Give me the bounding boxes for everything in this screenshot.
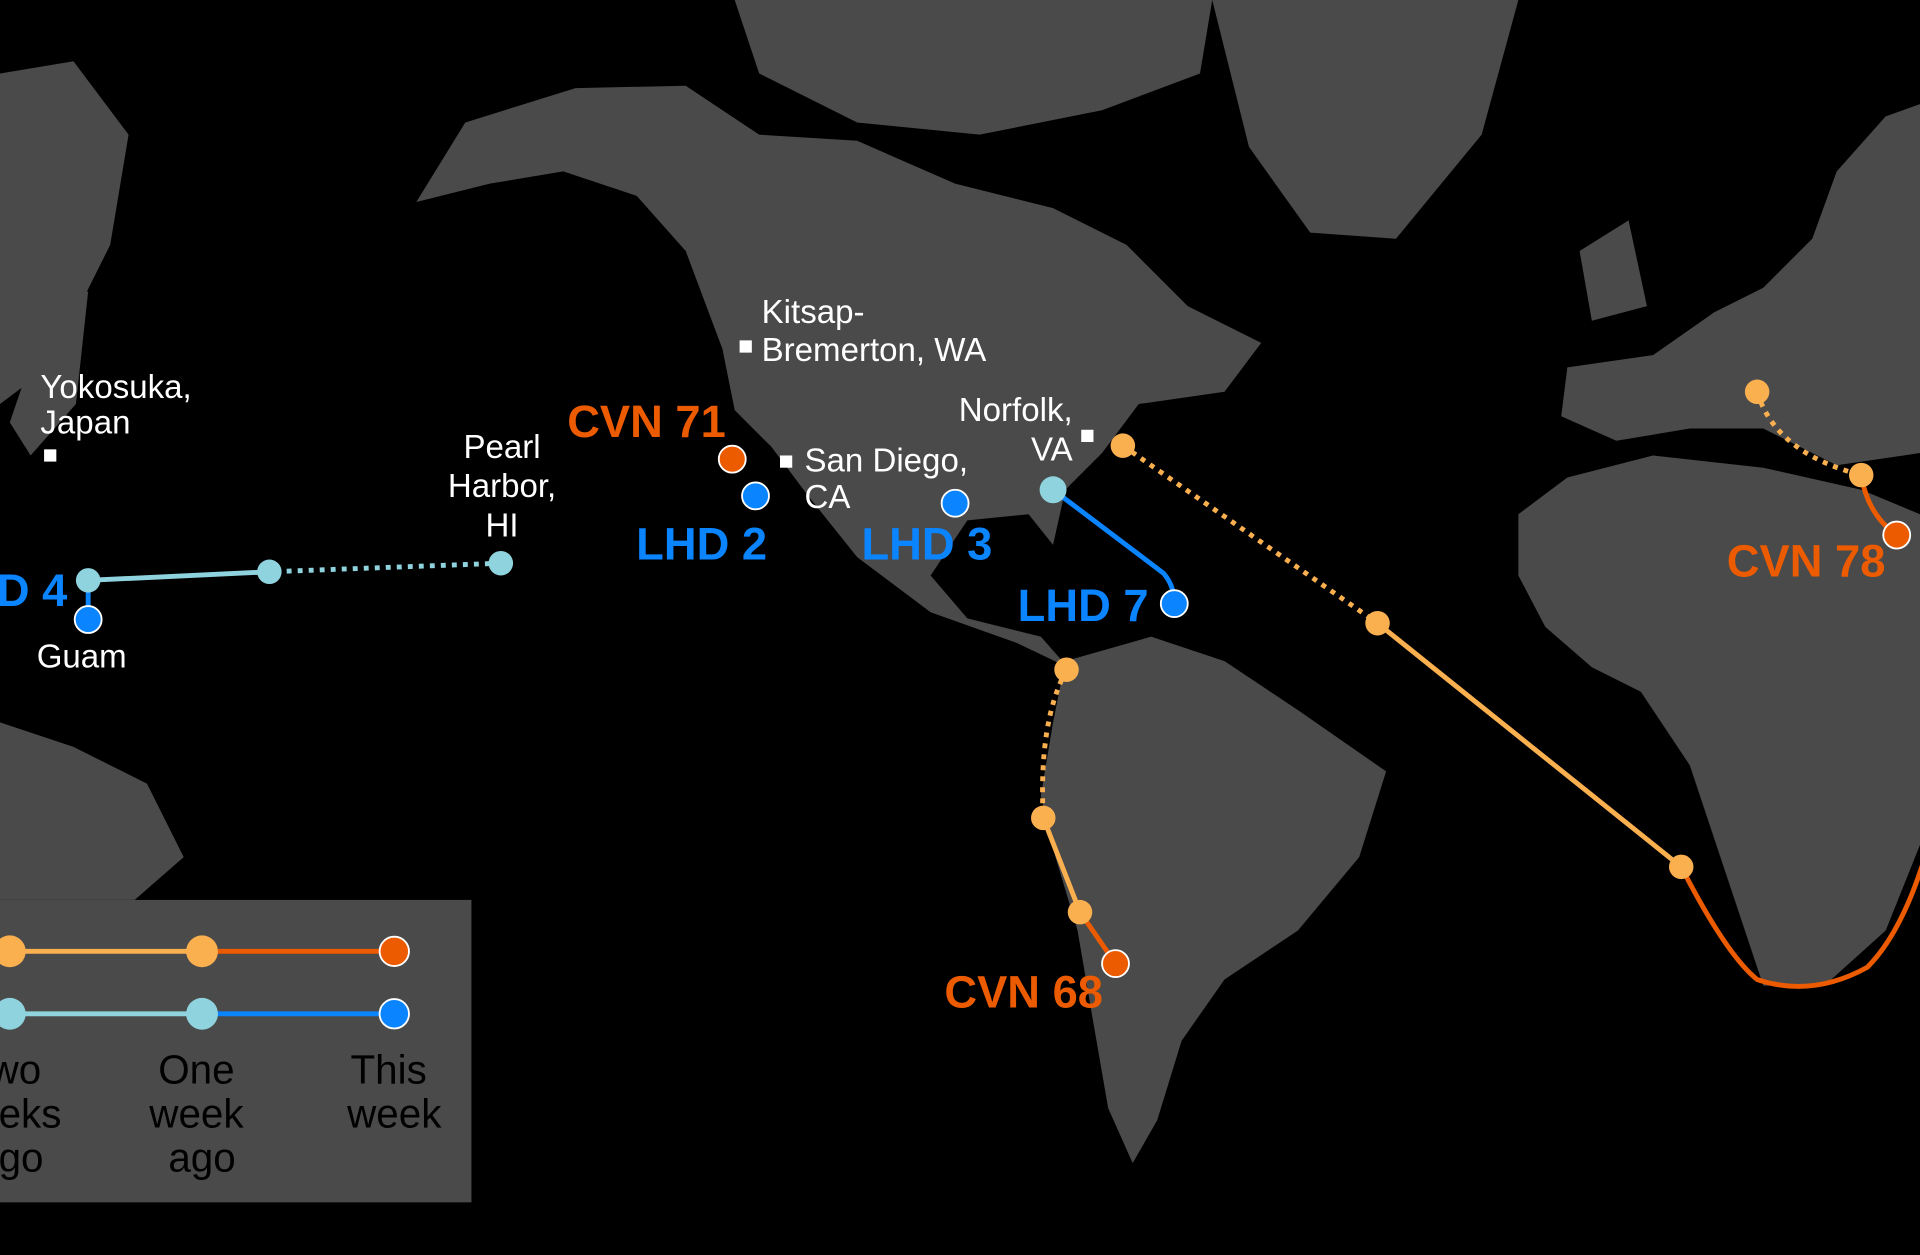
land-greenland: [1212, 0, 1519, 239]
lhd2-current-dot[interactable]: [741, 481, 770, 511]
cvn78-one-week-dot[interactable]: [1668, 854, 1694, 880]
port-markers: [44, 340, 1094, 468]
san-diego-port-marker[interactable]: [780, 455, 793, 468]
cvn68-one-week-dot[interactable]: [1031, 805, 1056, 831]
track-lhd4-dotted: [269, 560, 501, 575]
land-asia: [0, 61, 129, 405]
legend-carrier-dot-this-week: [378, 935, 410, 967]
legend-carrier-dot-two-weeks: [0, 935, 26, 968]
legend: Two weeks ago One week ago This week: [0, 899, 472, 1203]
kitsap-port-marker[interactable]: [739, 340, 752, 353]
landmasses: [0, 0, 1920, 1164]
legend-label-two-weeks: Two weeks ago: [0, 1047, 73, 1181]
norfolk-port-marker[interactable]: [1081, 429, 1094, 443]
land-oceania: [0, 722, 184, 900]
legend-label-this-week: This week: [346, 1047, 442, 1137]
land-south-america: [1040, 636, 1387, 1164]
ship-labels: LHD 4 LHD 2 LHD 3 LHD 7 CVN 71 CVN 68 CV…: [0, 396, 1885, 1018]
guam-label: Guam: [37, 638, 127, 675]
norfolk-label: Norfolk,VA: [959, 392, 1073, 468]
lhd4-label: LHD 4: [0, 565, 67, 616]
san-diego-label: San Diego,CA: [804, 442, 968, 516]
cvn78-current-dot[interactable]: [1882, 520, 1912, 550]
lhd7-prev-dot[interactable]: [1039, 476, 1067, 504]
yokosuka-port-marker[interactable]: [44, 449, 57, 462]
cvn68-label: CVN 68: [944, 967, 1103, 1018]
track-cvn68-solid: [1040, 817, 1083, 914]
legend-amphib-dot-this-week: [378, 998, 410, 1030]
track-cvn68-dotted: [1040, 668, 1069, 819]
lhd7-current-dot[interactable]: [1159, 589, 1189, 619]
track-cvn78-med-dotted: [1754, 391, 1862, 478]
land-japan: [9, 291, 89, 456]
land-north-america: [416, 85, 1262, 668]
legend-label-one-week: One week ago: [148, 1047, 255, 1181]
cvn78-label: CVN 78: [1727, 536, 1886, 587]
land-europe: [1561, 104, 1920, 466]
land-uk: [1579, 220, 1647, 321]
cvn71-current-dot[interactable]: [717, 444, 747, 474]
ship-markers: [73, 379, 1912, 978]
land-canada-arctic: [734, 0, 1213, 135]
cvn78-start-dot[interactable]: [1110, 433, 1136, 458]
track-cvn78-atlantic-current: [1679, 864, 1920, 989]
lhd4-prev-dot[interactable]: [75, 568, 101, 593]
ship-tracks: [85, 391, 1920, 989]
cvn71-label: CVN 71: [567, 396, 726, 447]
kitsap-label: Kitsap-Bremerton, WA: [762, 294, 987, 369]
legend-amphib-dot-one-week: [186, 997, 218, 1030]
cvn78-med-two-weeks-dot[interactable]: [1744, 379, 1770, 405]
track-lhd4-solid: [88, 569, 270, 583]
land-africa: [1518, 455, 1920, 986]
lhd4-current-dot[interactable]: [73, 605, 103, 634]
lhd4-one-week-dot[interactable]: [257, 559, 282, 585]
cvn68-two-weeks-dot[interactable]: [1054, 657, 1079, 682]
lhd7-label: LHD 7: [1018, 580, 1149, 631]
legend-carrier-dot-one-week: [186, 935, 218, 968]
cvn78-med-one-week-dot[interactable]: [1848, 462, 1874, 488]
cvn68-current-dot[interactable]: [1101, 949, 1130, 978]
track-cvn78-atlantic-dotted: [1121, 443, 1379, 626]
cvn78-two-weeks-dot[interactable]: [1365, 610, 1390, 636]
lhd4-two-weeks-dot[interactable]: [488, 550, 514, 576]
legend-amphib-dot-two-weeks: [0, 997, 26, 1030]
lhd3-label: LHD 3: [861, 519, 992, 570]
cvn68-prev-dot[interactable]: [1067, 899, 1093, 925]
track-cvn78-atlantic-solid: [1376, 621, 1683, 869]
lhd2-label: LHD 2: [636, 519, 767, 570]
yokosuka-label: Yokosuka,Japan: [40, 369, 191, 442]
lhd3-current-dot[interactable]: [940, 488, 970, 518]
